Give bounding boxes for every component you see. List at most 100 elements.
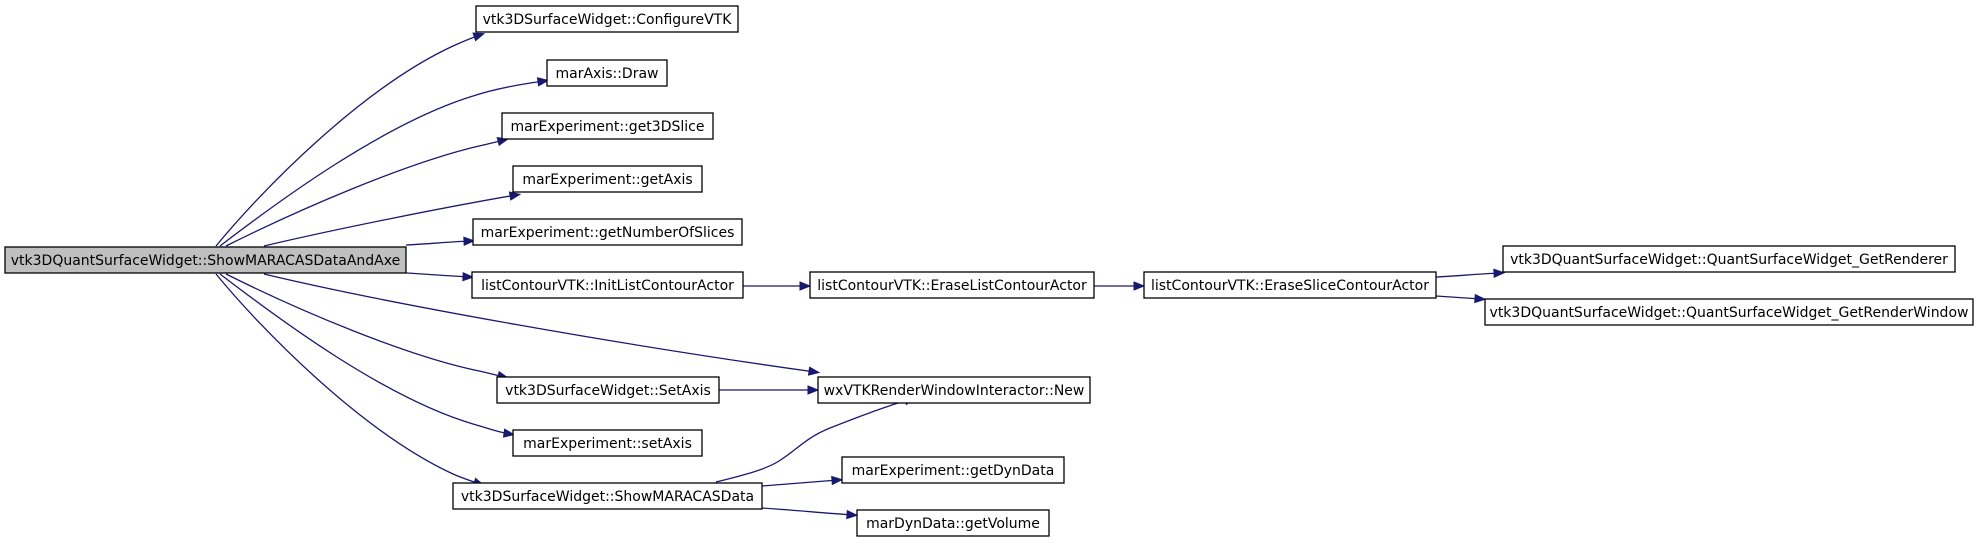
edge-arrowhead xyxy=(1493,268,1506,279)
node-label: marAxis::Draw xyxy=(555,66,658,82)
edge-line xyxy=(215,34,481,247)
node-box[interactable] xyxy=(472,218,743,246)
edge-arrowhead xyxy=(807,385,820,395)
edge-root-to-initlist xyxy=(405,271,475,282)
edge-line xyxy=(761,479,839,487)
edge-setaxis_sw-to-wxnew xyxy=(719,385,820,395)
edge-root-to-get3dslice xyxy=(225,136,510,247)
edge-arrowhead xyxy=(472,32,486,42)
edge-arrowhead xyxy=(1133,281,1146,291)
edge-line xyxy=(219,80,545,247)
node-box[interactable] xyxy=(512,429,703,457)
edge-line xyxy=(219,273,511,435)
node-box[interactable] xyxy=(501,112,714,140)
node-getrenderer[interactable]: vtk3DQuantSurfaceWidget::QuantSurfaceWid… xyxy=(1502,245,1956,273)
node-box[interactable] xyxy=(546,59,668,87)
node-label: vtk3DSurfaceWidget::ShowMARACASData xyxy=(461,489,754,505)
node-label: marExperiment::get3DSlice xyxy=(511,119,705,135)
edge-line xyxy=(1435,272,1501,278)
edge-line xyxy=(1435,295,1482,300)
edge-eraseslice-to-getrenderwindow xyxy=(1435,293,1487,304)
edge-root-to-getaxis xyxy=(263,191,522,247)
node-label: marExperiment::getDynData xyxy=(852,463,1055,479)
edge-showdata-to-getvolume xyxy=(761,507,859,520)
edge-line xyxy=(405,272,470,278)
edge-line xyxy=(215,273,481,485)
node-label: listContourVTK::EraseListContourActor xyxy=(817,278,1087,294)
edge-line xyxy=(225,273,505,378)
edge-root-to-showdata xyxy=(215,273,486,487)
node-label: marExperiment::getAxis xyxy=(522,172,692,188)
edge-root-to-axisdraw xyxy=(219,77,550,247)
node-box[interactable] xyxy=(1502,245,1956,273)
node-label: listContourVTK::InitListContourActor xyxy=(481,278,734,294)
node-box[interactable] xyxy=(512,165,703,193)
edge-arrowhead xyxy=(799,281,812,291)
node-label: vtk3DSurfaceWidget::ConfigureVTK xyxy=(483,12,733,28)
node-label: marExperiment::setAxis xyxy=(523,436,692,452)
node-label: vtk3DSurfaceWidget::SetAxis xyxy=(505,383,711,399)
node-getaxis[interactable]: marExperiment::getAxis xyxy=(512,165,703,193)
node-box[interactable] xyxy=(4,246,407,274)
node-box[interactable] xyxy=(475,5,739,33)
edges-layer xyxy=(215,32,1506,520)
node-getdyndata[interactable]: marExperiment::getDynData xyxy=(841,456,1065,484)
edge-line xyxy=(225,139,505,247)
node-box[interactable] xyxy=(452,482,763,510)
node-label: vtk3DQuantSurfaceWidget::ShowMARACASData… xyxy=(11,253,400,269)
node-getvolume[interactable]: marDynData::getVolume xyxy=(856,509,1050,537)
edge-arrowhead xyxy=(807,366,821,376)
edge-arrowhead xyxy=(846,509,859,520)
node-label: marExperiment::getNumberOfSlices xyxy=(481,225,735,241)
edge-eraseslice-to-getrenderer xyxy=(1435,268,1506,279)
nodes-layer: vtk3DQuantSurfaceWidget::ShowMARACASData… xyxy=(4,5,1974,537)
node-box[interactable] xyxy=(817,376,1091,404)
node-configure[interactable]: vtk3DSurfaceWidget::ConfigureVTK xyxy=(475,5,739,33)
edge-line xyxy=(263,273,816,373)
node-root[interactable]: vtk3DQuantSurfaceWidget::ShowMARACASData… xyxy=(4,246,407,274)
node-box[interactable] xyxy=(809,271,1095,299)
edge-root-to-wxnew xyxy=(263,273,821,376)
node-eraseslice[interactable]: listContourVTK::EraseSliceContourActor xyxy=(1143,271,1437,299)
edge-initlist-to-eraselist xyxy=(742,281,812,291)
edge-showdata-to-getdyndata xyxy=(761,475,844,487)
node-box[interactable] xyxy=(1484,298,1974,326)
node-box[interactable] xyxy=(856,509,1050,537)
edge-arrowhead xyxy=(831,475,844,486)
node-box[interactable] xyxy=(496,376,720,404)
node-axisdraw[interactable]: marAxis::Draw xyxy=(546,59,668,87)
node-label: listContourVTK::EraseSliceContourActor xyxy=(1151,278,1429,294)
node-get3dslice[interactable]: marExperiment::get3DSlice xyxy=(501,112,714,140)
node-setaxis_exp[interactable]: marExperiment::setAxis xyxy=(512,429,703,457)
edge-arrowhead xyxy=(463,236,476,247)
edge-line xyxy=(761,507,854,516)
edge-root-to-setaxis_sw xyxy=(225,273,510,381)
node-setaxis_sw[interactable]: vtk3DSurfaceWidget::SetAxis xyxy=(496,376,720,404)
edge-arrowhead xyxy=(1474,293,1487,304)
node-box[interactable] xyxy=(1143,271,1437,299)
node-getnumslices[interactable]: marExperiment::getNumberOfSlices xyxy=(472,218,743,246)
edge-line xyxy=(405,240,471,246)
edge-arrowhead xyxy=(502,428,516,438)
node-showdata[interactable]: vtk3DSurfaceWidget::ShowMARACASData xyxy=(452,482,763,510)
node-box[interactable] xyxy=(841,456,1065,484)
edge-line xyxy=(263,194,517,247)
node-label: wxVTKRenderWindowInteractor::New xyxy=(824,383,1085,399)
node-label: marDynData::getVolume xyxy=(866,516,1040,532)
node-initlist[interactable]: listContourVTK::InitListContourActor xyxy=(471,271,744,299)
node-wxnew[interactable]: wxVTKRenderWindowInteractor::New xyxy=(817,376,1091,404)
node-eraselist[interactable]: listContourVTK::EraseListContourActor xyxy=(809,271,1095,299)
edge-root-to-setaxis_exp xyxy=(219,273,516,438)
node-box[interactable] xyxy=(471,271,744,299)
edge-root-to-configure xyxy=(215,32,486,247)
edge-arrowhead xyxy=(462,271,475,282)
node-label: vtk3DQuantSurfaceWidget::QuantSurfaceWid… xyxy=(1510,252,1948,268)
edge-arrowhead xyxy=(508,191,522,201)
edge-eraselist-to-eraseslice xyxy=(1093,281,1146,291)
edge-line xyxy=(715,398,912,483)
node-getrenderwindow[interactable]: vtk3DQuantSurfaceWidget::QuantSurfaceWid… xyxy=(1484,298,1974,326)
edge-arrowhead xyxy=(536,77,550,87)
node-label: vtk3DQuantSurfaceWidget::QuantSurfaceWid… xyxy=(1490,305,1969,321)
edge-root-to-getnumslices xyxy=(405,236,476,247)
